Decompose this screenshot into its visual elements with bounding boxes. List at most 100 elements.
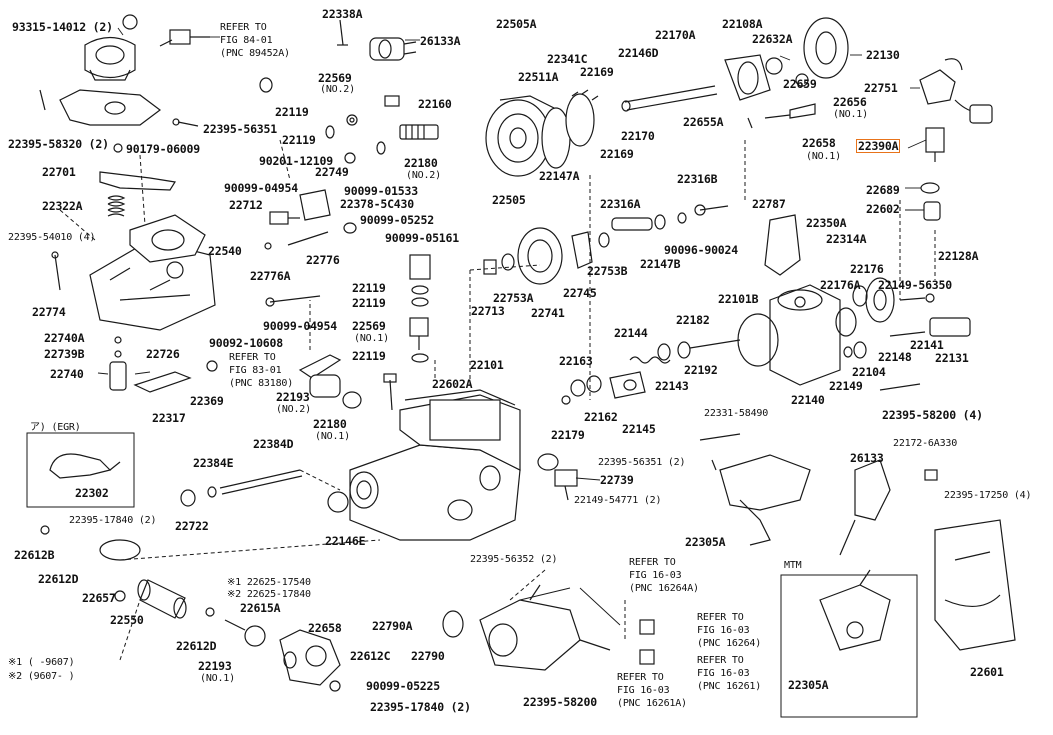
part-label: 22656	[833, 95, 867, 109]
part-label: 22612D	[176, 639, 217, 653]
mtm-lever-assembly-icon	[819, 569, 891, 651]
part-label: 22787	[752, 197, 786, 211]
part-label: 22569	[318, 71, 352, 85]
part-label: 22505	[492, 193, 526, 207]
part-label: 22790A	[372, 619, 413, 633]
part-label: 22395-58200 (4)	[882, 408, 983, 422]
spring-22322a-icon	[107, 195, 126, 217]
part-label: 22615A	[240, 601, 281, 615]
part-label: 22689	[866, 183, 900, 197]
part-label: 22776A	[250, 269, 291, 283]
refer-text: FIG 83-01	[229, 365, 282, 376]
part-label: 22176A	[820, 278, 861, 292]
part-label: 22369	[190, 394, 224, 408]
part-label: 22655A	[683, 115, 724, 129]
part-label: 22193	[276, 390, 310, 404]
part-label: 90099-05252	[360, 213, 434, 227]
egr-box-title: ア) (EGR)	[30, 422, 81, 433]
fuel-cut-solenoid-bracket-icon	[84, 14, 138, 81]
part-label: 22395-58200	[523, 695, 597, 709]
mounting-plate-icon	[39, 89, 161, 126]
part-label: 22753B	[587, 264, 628, 278]
part-label: 22316B	[677, 172, 718, 186]
part-label: 22305A	[788, 678, 829, 692]
part-label: 22322A	[42, 199, 83, 213]
part-label: 22338A	[322, 7, 363, 21]
part-label: 22749	[315, 165, 349, 179]
part-label: 22305A	[685, 535, 726, 549]
part-label: 22739B	[44, 347, 85, 361]
part-label: 22162	[584, 410, 618, 424]
part-label: 22395-56351	[203, 122, 277, 136]
part-label: 22350A	[806, 216, 847, 230]
part-label: 22395-56351 (2)	[598, 457, 686, 468]
part-label: 26133	[850, 451, 884, 465]
part-label: 22569	[352, 319, 386, 333]
part-label: 22317	[152, 411, 186, 425]
refer-text: FIG 16-03	[697, 625, 750, 636]
part-label: 90099-01533	[344, 184, 418, 198]
part-label: 22169	[580, 65, 614, 79]
egr-vacuum-switch-icon	[49, 453, 121, 479]
throttle-linkage-icon	[109, 336, 362, 409]
part-label: 90099-04954	[224, 181, 298, 195]
part-label: 22753A	[493, 291, 534, 305]
washer-22689-icon	[920, 182, 941, 221]
part-label: 22119	[282, 133, 316, 147]
part-label-suffix: (NO.1)	[315, 431, 350, 442]
part-label: 22179	[551, 428, 585, 442]
part-label: 22145	[622, 422, 656, 436]
nozzle-22180-icon	[399, 124, 439, 140]
refer-text: REFER TO	[697, 612, 744, 623]
part-label: 22395-17250 (4)	[944, 490, 1032, 501]
lever-22701-icon	[99, 171, 176, 191]
footnote: ※2 (9607- )	[8, 671, 75, 682]
part-label: 22612B	[14, 548, 55, 562]
cam-ring-22741-icon	[483, 227, 610, 285]
part-label: 22395-56352 (2)	[470, 554, 558, 565]
part-label: 22176	[850, 262, 884, 276]
part-label: 90099-04954	[263, 319, 337, 333]
part-label: 22540	[208, 244, 242, 258]
connector-plug-icon	[159, 29, 210, 47]
part-label: 22722	[175, 519, 209, 533]
part-label-suffix: (NO.1)	[833, 109, 868, 120]
part-label: 22739	[600, 473, 634, 487]
highlighted-part-label[interactable]: 22390A	[856, 139, 901, 153]
part-label: 22146D	[618, 46, 659, 60]
part-label: 22740A	[44, 331, 85, 345]
part-label: 22149	[829, 379, 863, 393]
part-label: 22104	[852, 365, 886, 379]
footnote: ※1 ( -9607)	[8, 657, 75, 668]
part-label: 22701	[42, 165, 76, 179]
part-label: 22740	[50, 367, 84, 381]
part-label: 22602	[866, 202, 900, 216]
part-label: 22180	[404, 156, 438, 170]
part-label: 22395-58320 (2)	[8, 137, 109, 151]
part-label: 22141	[910, 338, 944, 352]
part-label: 22131	[935, 351, 969, 365]
bolt-22739-icon	[537, 453, 578, 501]
refer-text: (PNC 16261)	[697, 681, 762, 692]
part-label: 22119	[275, 105, 309, 119]
part-label: 22160	[418, 97, 452, 111]
part-label: 22140	[791, 393, 825, 407]
part-label: 22713	[471, 304, 505, 318]
rod-22384d-icon	[180, 469, 303, 507]
refer-text: FIG 16-03	[617, 685, 670, 696]
part-label: 22302	[75, 486, 109, 500]
refer-text: FIG 84-01	[220, 35, 273, 46]
part-label: 90099-05225	[366, 679, 440, 693]
part-label: 22378-5C430	[340, 197, 414, 211]
part-label: 22505A	[496, 17, 537, 31]
part-label: 22149-56350	[878, 278, 952, 292]
refer-text: (PNC 16264)	[697, 638, 762, 649]
part-label: 22602A	[432, 377, 473, 391]
part-label: 22146E	[325, 534, 366, 548]
refer-text: (PNC 16264A)	[629, 583, 699, 594]
refer-text: REFER TO	[697, 655, 744, 666]
part-label: 22384D	[253, 437, 294, 451]
part-label: 22169	[600, 147, 634, 161]
refer-text: REFER TO	[220, 22, 267, 33]
